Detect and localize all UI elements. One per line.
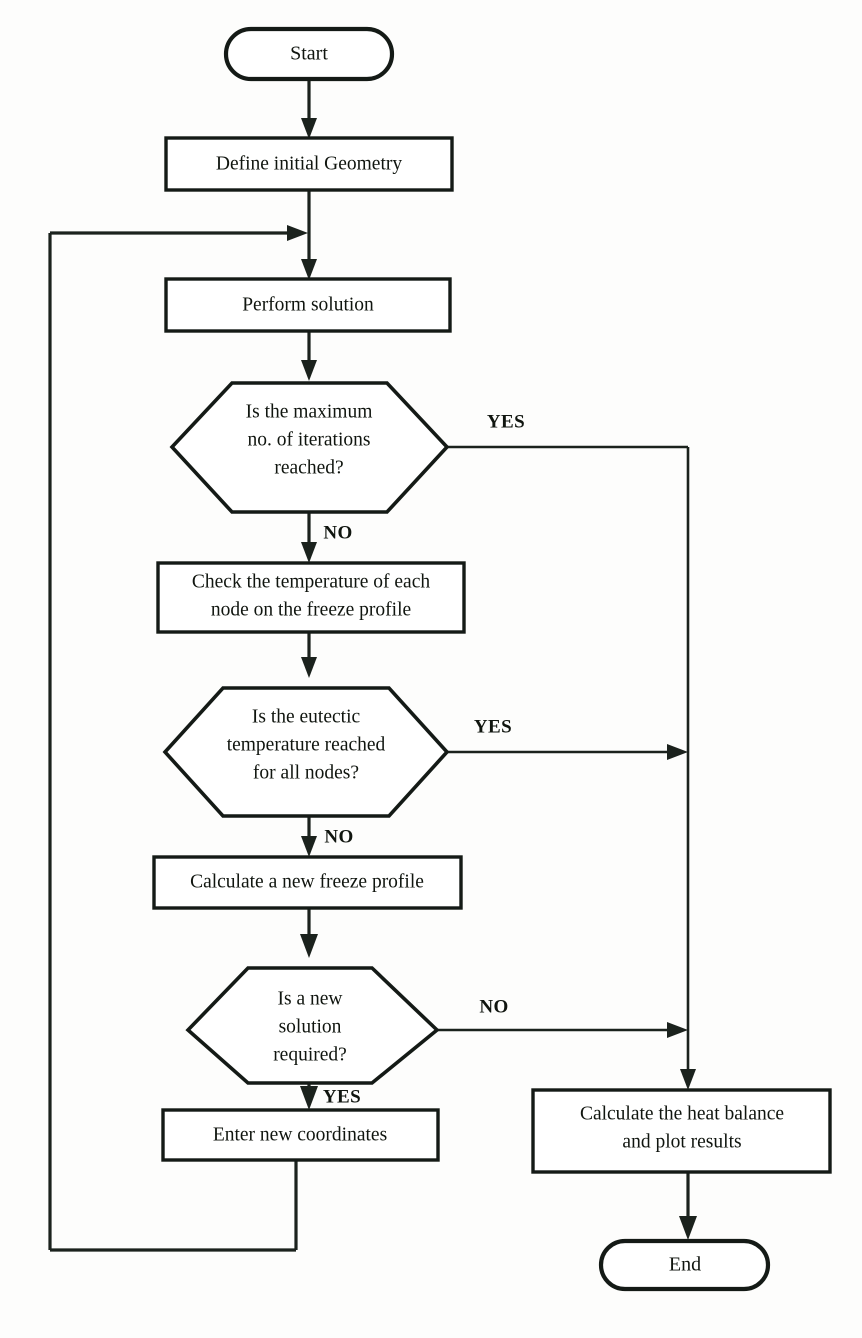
node-end-label: End <box>669 1254 701 1276</box>
node-start-label: Start <box>290 43 328 65</box>
node-eutectic-line3: for all nodes? <box>253 762 359 783</box>
node-new-solution-line2: solution <box>279 1016 342 1037</box>
node-new-freeze-profile-label: Calculate a new freeze profile <box>190 871 424 892</box>
node-define-geometry-label: Define initial Geometry <box>216 153 403 174</box>
node-perform-solution-label: Perform solution <box>242 294 374 315</box>
node-max-iterations-decision[interactable]: Is the maximum no. of iterations reached… <box>169 381 450 514</box>
node-eutectic-line1: Is the eutectic <box>252 706 361 727</box>
edge-start-to-geometry <box>301 79 317 139</box>
edge-label-eutectic-yes: YES <box>474 716 512 737</box>
node-define-geometry[interactable]: Define initial Geometry <box>164 136 454 192</box>
edge-newsoln-yes <box>300 1083 318 1110</box>
node-heat-balance-line1: Calculate the heat balance <box>580 1103 784 1124</box>
edge-solution-to-maxiter <box>301 331 317 381</box>
edge-maxiter-yes <box>447 445 696 1090</box>
edge-heatbal-to-end <box>679 1172 697 1240</box>
node-check-temperature[interactable]: Check the temperature of each node on th… <box>156 561 466 634</box>
node-new-solution-line1: Is a new <box>278 988 343 1009</box>
node-check-temperature-line1: Check the temperature of each <box>192 571 430 592</box>
node-end[interactable]: End <box>598 1238 771 1292</box>
edge-label-eutectic-no: NO <box>324 826 353 847</box>
edge-label-newsoln-no: NO <box>479 996 508 1017</box>
edge-checktemp-to-eutectic <box>301 632 317 678</box>
node-enter-coordinates-label: Enter new coordinates <box>213 1124 387 1145</box>
node-max-iterations-line3: reached? <box>274 457 343 478</box>
node-new-solution-line3: required? <box>273 1044 347 1065</box>
edge-geometry-to-solution <box>301 190 317 280</box>
edge-eutectic-yes <box>447 744 688 760</box>
edge-maxiter-no <box>301 512 317 563</box>
node-heat-balance[interactable]: Calculate the heat balance and plot resu… <box>531 1088 832 1174</box>
edge-label-maxiter-yes: YES <box>487 411 525 432</box>
node-max-iterations-line1: Is the maximum <box>246 401 373 422</box>
node-perform-solution[interactable]: Perform solution <box>164 277 452 333</box>
edge-newfreeze-to-newsoln <box>300 908 318 958</box>
node-max-iterations-line2: no. of iterations <box>248 429 371 450</box>
node-new-freeze-profile[interactable]: Calculate a new freeze profile <box>152 855 463 910</box>
node-enter-coordinates[interactable]: Enter new coordinates <box>161 1108 440 1162</box>
edge-label-newsoln-yes: YES <box>323 1086 361 1107</box>
node-eutectic-decision[interactable]: Is the eutectic temperature reached for … <box>162 686 450 818</box>
node-eutectic-line2: temperature reached <box>227 734 386 755</box>
node-heat-balance-line2: and plot results <box>622 1131 741 1152</box>
node-start[interactable]: Start <box>223 26 395 82</box>
node-check-temperature-line2: node on the freeze profile <box>211 599 411 620</box>
edge-eutectic-no <box>301 816 317 857</box>
edge-newsoln-no <box>437 1022 688 1038</box>
node-new-solution-decision[interactable]: Is a new solution required? <box>185 966 440 1085</box>
edge-label-maxiter-no: NO <box>323 522 352 543</box>
